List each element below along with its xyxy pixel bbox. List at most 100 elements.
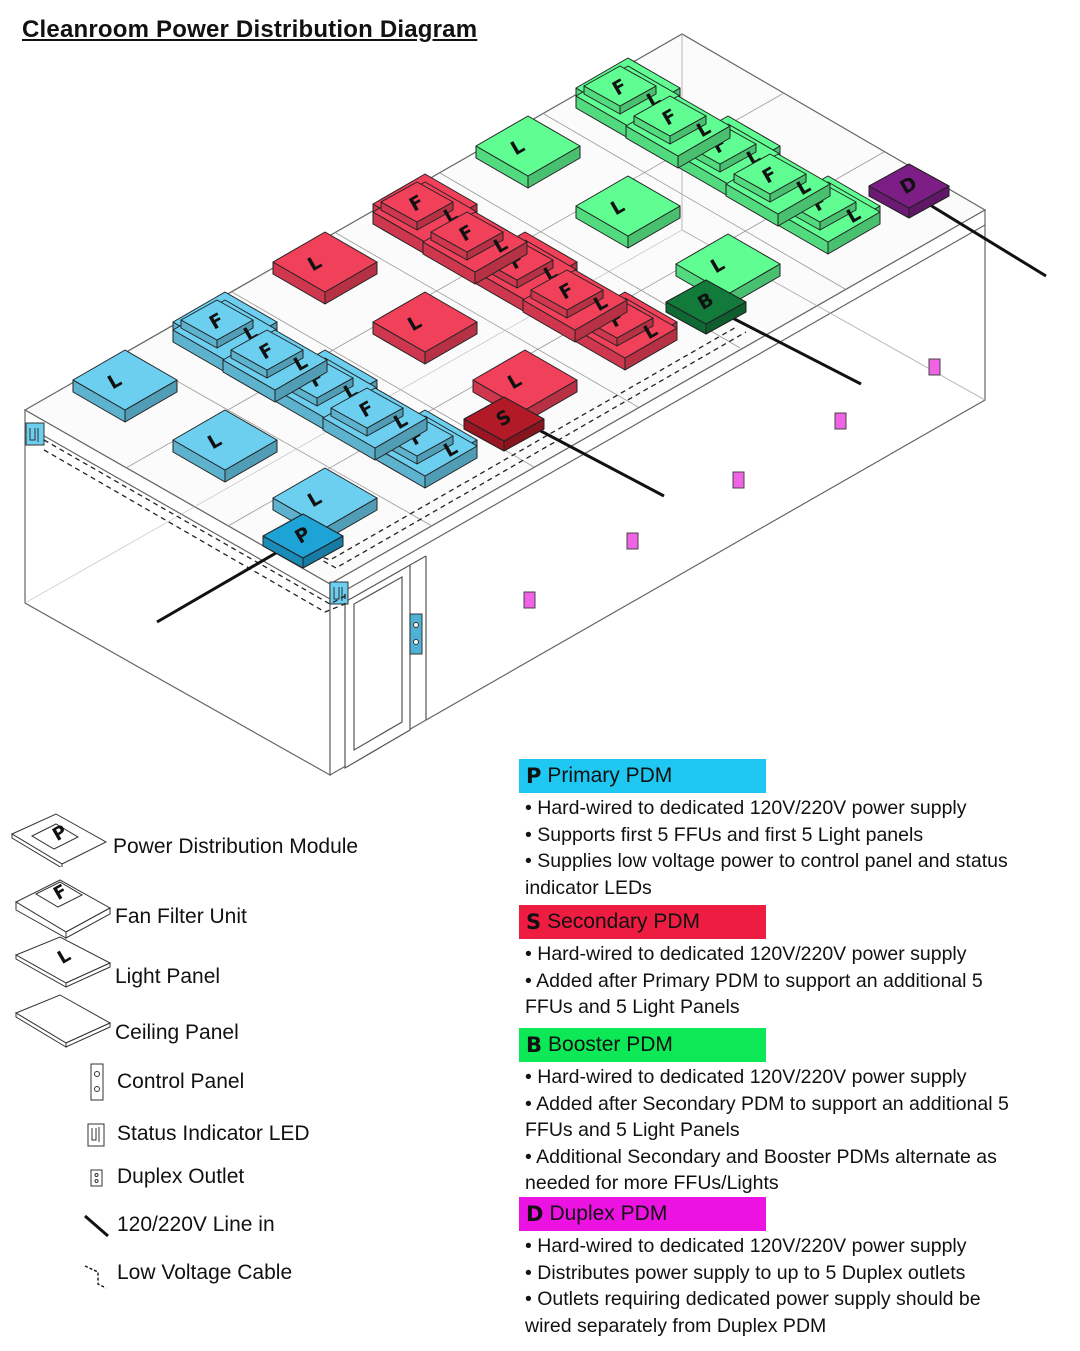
booster-zone-light-panel-top <box>475 115 581 177</box>
duplex-pdm-top <box>868 163 950 209</box>
secondary-zone-light-panel <box>372 291 478 365</box>
secondary-zone: LLLLLLFLFLFLFLFL <box>272 173 678 423</box>
booster-pdm-top <box>665 279 747 325</box>
primary-zone-ffu <box>180 299 254 349</box>
primary-zone-ffu-top <box>230 329 304 371</box>
secondary-zone-ffu <box>380 181 454 231</box>
pdm-bullet: • Added after Primary PDM to support an … <box>525 969 983 1019</box>
pdm-bullet: • Hard-wired to dedicated 120V/220V powe… <box>525 1235 967 1257</box>
pdm-block-booster: B Booster PDM • Hard-wired to dedicated … <box>519 1028 1059 1197</box>
line-in-cables <box>156 195 1047 624</box>
pdm-bullet: • Supports first 5 FFUs and first 5 Ligh… <box>525 823 924 846</box>
pdm-bullet: • Distributes power supply to up to 5 Du… <box>525 1261 966 1284</box>
primary-zone-light-panel-top <box>172 409 278 471</box>
primary-pdm-top <box>262 513 344 559</box>
pdm-letter: B <box>526 1033 543 1057</box>
pdm-header-duplex: D Duplex PDM <box>519 1197 766 1231</box>
low-voltage-cable-icon <box>84 1265 107 1289</box>
pdm-header-primary: P Primary PDM <box>519 759 766 793</box>
booster-zone-ffu <box>733 153 807 203</box>
secondary-zone-ffu-top <box>380 181 454 223</box>
pdm-letter: S <box>526 910 542 934</box>
pdm-bullet: • Hard-wired to dedicated 120V/220V powe… <box>525 943 967 965</box>
booster-zone-ffu-top <box>633 95 707 137</box>
legend-label-ceiling: Ceiling Panel <box>115 1021 239 1044</box>
pdm-bullet: • Hard-wired to dedicated 120V/220V powe… <box>525 797 967 819</box>
light-panel-icon: L <box>14 936 112 988</box>
fan-filter-unit-icon: F <box>14 879 112 939</box>
duplex-outlet-icon <box>523 591 536 609</box>
booster-pdm <box>665 279 747 335</box>
secondary-zone-ffu <box>530 269 604 319</box>
line-in-icon <box>84 1214 109 1238</box>
legend-label-ffu: Fan Filter Unit <box>115 905 247 928</box>
pdm-bullets: • Hard-wired to dedicated 120V/220V powe… <box>519 1064 1035 1197</box>
primary-pdm <box>262 513 344 569</box>
pdm-block-primary: P Primary PDM • Hard-wired to dedicated … <box>519 759 1059 901</box>
primary-zone-ffu <box>230 329 304 379</box>
booster-zone-light-panel <box>575 175 681 249</box>
booster-zone-light-panel-top <box>575 175 681 237</box>
pdm-bullet: • Hard-wired to dedicated 120V/220V powe… <box>525 1066 967 1088</box>
secondary-zone-ffu-top <box>530 269 604 311</box>
primary-zone-ffu <box>330 387 404 437</box>
secondary-zone-ffu <box>430 211 504 261</box>
page-title: Cleanroom Power Distribution Diagram <box>22 16 478 43</box>
pdm-header-secondary: S Secondary PDM <box>519 905 766 939</box>
legend-label-lowvoltage: Low Voltage Cable <box>117 1261 293 1284</box>
pdm-bullets: • Hard-wired to dedicated 120V/220V powe… <box>519 1233 1025 1339</box>
primary-zone-ffu-top <box>330 387 404 429</box>
status-led-icon <box>25 422 349 605</box>
pdm-header-booster: B Booster PDM <box>519 1028 766 1062</box>
pdm-bullets: • Hard-wired to dedicated 120V/220V powe… <box>519 795 1015 901</box>
legend-label-control: Control Panel <box>117 1070 245 1093</box>
booster-zone-ffu <box>633 95 707 145</box>
secondary-pdm <box>463 396 545 452</box>
pdm-module-icon: P <box>10 813 108 867</box>
control-panel-icon <box>90 1063 104 1101</box>
cleanroom-door <box>344 555 427 770</box>
booster-zone: LLLLLLFLFLFLFLFL <box>475 57 881 307</box>
primary-zone-light-panel-top <box>72 349 178 411</box>
secondary-pdm-top <box>463 396 545 442</box>
duplex-pdm <box>868 163 950 219</box>
legend-label-outlet: Duplex Outlet <box>117 1165 245 1188</box>
duplex-outlet-icon <box>626 532 639 550</box>
legend-label-led: Status Indicator LED <box>117 1122 310 1145</box>
pdm-letter: D <box>526 1202 544 1226</box>
pdm-name: Secondary PDM <box>547 910 701 933</box>
duplex-outlet-icon <box>90 1169 103 1187</box>
ceiling-panel-icon <box>14 994 112 1048</box>
legend-label-pdm: Power Distribution Module <box>113 835 359 858</box>
pdm-block-secondary: S Secondary PDM • Hard-wired to dedicate… <box>519 905 1059 1021</box>
booster-zone-ffu-top <box>733 153 807 195</box>
control-panel-icon <box>409 613 423 655</box>
pdm-name: Primary PDM <box>547 764 673 787</box>
pdm-name: Duplex PDM <box>549 1202 668 1225</box>
pdm-letter: P <box>526 764 542 788</box>
pdm-bullet: • Supplies low voltage power to control … <box>525 850 1008 899</box>
pdm-bullets: • Hard-wired to dedicated 120V/220V powe… <box>519 941 1015 1021</box>
booster-zone-light-panel <box>475 115 581 189</box>
primary-zone-light-panel <box>172 409 278 483</box>
legend-label-light: Light Panel <box>115 965 221 988</box>
secondary-zone-light-panel <box>272 231 378 305</box>
secondary-zone-ffu-top <box>430 211 504 253</box>
secondary-zone-light-panel-top <box>272 231 378 293</box>
duplex-outlets <box>523 358 941 609</box>
primary-zone-light-panel <box>72 349 178 423</box>
duplex-outlet-icon <box>834 412 847 430</box>
status-led-icon <box>87 1123 105 1147</box>
primary-zone: LLLLLLFLFLFLFLFL <box>72 291 478 541</box>
pdm-bullet: • Additional Secondary and Booster PDMs … <box>525 1145 997 1195</box>
secondary-zone-light-panel-top <box>372 291 478 353</box>
pdm-block-duplex: D Duplex PDM • Hard-wired to dedicated 1… <box>519 1197 1059 1339</box>
legend-label-linein: 120/220V Line in <box>117 1213 275 1236</box>
duplex-outlet-icon <box>732 471 745 489</box>
booster-zone-ffu <box>583 65 657 115</box>
duplex-outlet-icon <box>928 358 941 376</box>
primary-zone-ffu-top <box>180 299 254 341</box>
cleanroom-isometric-diagram: LLLLLLFLFLFLFLFLLLLLLLFLFLFLFLFLLLLLLLFL… <box>23 33 1047 777</box>
pdm-name: Booster PDM <box>548 1033 673 1056</box>
pdm-bullet: • Added after Secondary PDM to support a… <box>525 1092 1009 1142</box>
